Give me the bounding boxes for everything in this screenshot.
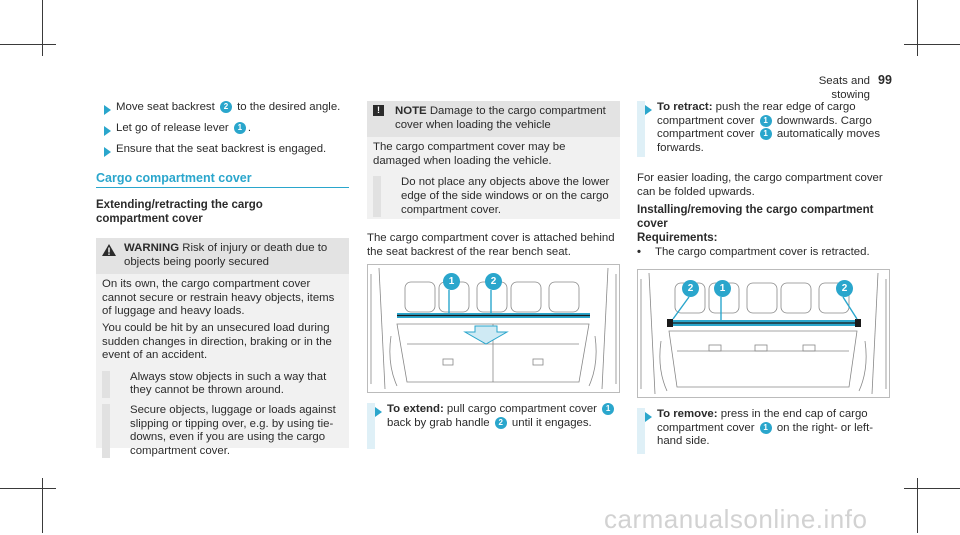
callout-badge: 1: [443, 273, 460, 290]
section-rule: [96, 187, 349, 188]
section-title: Cargo compartment cover: [96, 171, 252, 185]
requirement-item: •The cargo compartment cover is retracte…: [637, 246, 870, 258]
page-number: 99: [878, 73, 892, 87]
crop-mark: [0, 44, 56, 45]
crop-mark: [42, 0, 43, 56]
arrow-icon: [375, 407, 382, 417]
arrow-icon: [104, 126, 111, 136]
paragraph: The cargo compartment cover is attached …: [367, 232, 615, 258]
callout-badge: 2: [219, 101, 232, 113]
cargo-cover-illustration: 1 2: [367, 264, 620, 393]
instruction-step: Ensure that the seat backrest is engaged…: [96, 143, 351, 157]
arrow-icon: [645, 412, 652, 422]
callout-badge: 1: [602, 403, 615, 415]
warning-box: WARNING Risk of injury or death due to o…: [96, 238, 349, 459]
callout-badge: 2: [836, 280, 853, 297]
instruction-step: To extend: pull cargo compartment cover …: [367, 403, 622, 449]
callout-badge: 1: [759, 128, 772, 141]
arrow-icon: [104, 105, 111, 115]
running-header: Seats and stowing: [818, 75, 870, 101]
sub-title: Extending/retracting the cargo compartme…: [96, 199, 263, 225]
crop-mark: [904, 488, 960, 489]
instruction-step: To remove: press in the end cap of cargo…: [637, 408, 892, 454]
crop-mark: [917, 478, 918, 533]
callout-badge: 2: [682, 280, 699, 297]
arrow-icon: [645, 105, 652, 115]
crop-mark: [0, 488, 56, 489]
arrow-icon: [104, 147, 111, 157]
bullet: •: [637, 246, 641, 258]
callout-badge: 1: [233, 122, 246, 134]
callout-badge: 2: [494, 416, 507, 429]
crop-mark: [904, 44, 960, 45]
callout-badge: 1: [759, 114, 772, 127]
sub-title: Installing/removing the cargo compartmen…: [637, 204, 874, 230]
instruction-step: To retract: push the rear edge of cargo …: [637, 101, 892, 157]
watermark: carmanualsonline.info: [604, 504, 868, 534]
instruction-step: Move seat backrest 2 to the desired angl…: [96, 101, 351, 115]
callout-badge: 2: [485, 273, 502, 290]
crop-mark: [917, 0, 918, 56]
callout-badge: 1: [759, 421, 772, 434]
crop-mark: [42, 478, 43, 533]
notice-icon: !: [373, 105, 395, 132]
paragraph: For easier loading, the cargo compartmen…: [637, 172, 883, 198]
note-box: ! NOTE Damage to the cargo compartment c…: [367, 101, 620, 219]
cargo-cover-illustration: 2 1 2: [637, 269, 890, 398]
warning-icon: [102, 242, 124, 269]
instruction-step: Let go of release lever 1.: [96, 122, 351, 136]
requirements-label: Requirements:: [637, 232, 718, 244]
callout-badge: 1: [714, 280, 731, 297]
